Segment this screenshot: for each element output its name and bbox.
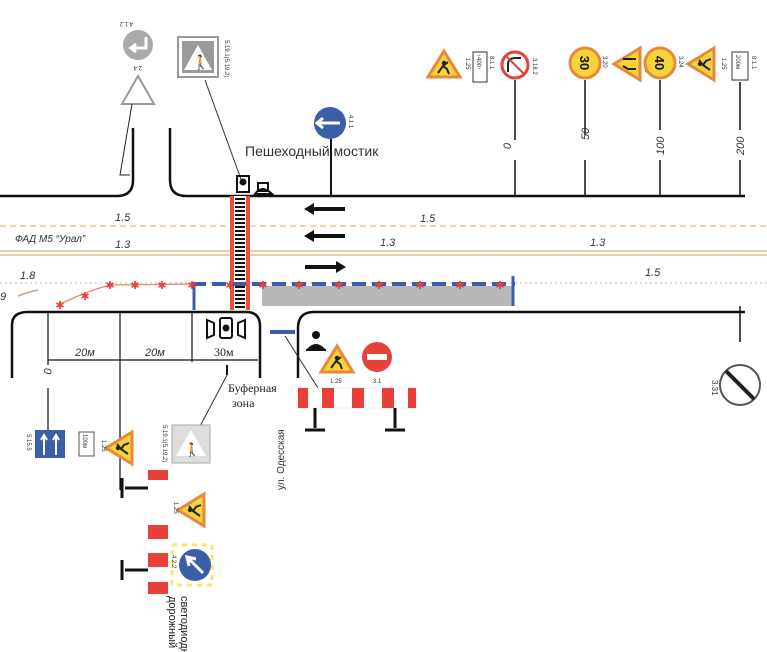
distance-marker: 50 — [580, 127, 592, 140]
svg-text:✱: ✱ — [157, 279, 166, 292]
buffer-zone-label: зона — [232, 396, 255, 410]
svg-text:✱: ✱ — [334, 279, 343, 292]
lane-direction-sign-icon — [35, 430, 65, 458]
buffer-zone-label: Буферная — [228, 381, 277, 395]
sign-code: 3.1 — [373, 379, 382, 385]
svg-text:🚶: 🚶 — [184, 442, 200, 458]
arrow-right-icon — [305, 261, 346, 273]
traffic-light-icon — [236, 175, 275, 195]
sign-code: 8.1.1 — [488, 56, 494, 70]
sign-code: 1.25 — [330, 379, 342, 385]
bridge-label: Пешеходный мостик — [245, 143, 379, 159]
marking-label: 9 — [0, 291, 6, 303]
road-edges — [0, 128, 745, 378]
dimension-label: 30м — [214, 345, 234, 359]
distance-marker: 200 — [735, 136, 747, 156]
marking-label: 1.8 — [20, 270, 36, 282]
speed-limit-40-sign — [643, 46, 677, 80]
sign-code: 1.25 — [720, 58, 726, 70]
sign-code: 5.15.5 — [25, 434, 31, 451]
svg-text:✱: ✱ — [415, 279, 424, 292]
sign-code: 3.20 — [601, 56, 607, 68]
sign-code: 1.25 — [464, 58, 470, 70]
dimension-label: 20м — [144, 347, 165, 359]
svg-text:✱: ✱ — [374, 279, 383, 292]
sign-code: 3.18.2 — [531, 58, 537, 75]
sign-code: 8.1.1 — [750, 56, 756, 70]
road-works-sign-icon — [426, 49, 462, 79]
road-works-sign-icon — [176, 492, 206, 528]
road-works-sign-icon — [104, 430, 134, 466]
yield-sign-icon — [120, 73, 156, 105]
marking-label: 1.5 — [645, 267, 661, 279]
sign-code: 4.2.2 — [170, 555, 176, 569]
worker-icon — [306, 331, 326, 351]
svg-text:✱: ✱ — [130, 279, 139, 292]
sign-code: 5.19.1(5.19.2) — [223, 40, 229, 77]
distance-marker: 100 — [655, 136, 667, 155]
plate-text: 200м — [734, 55, 740, 69]
arrow-left-icon — [304, 230, 345, 242]
street-name: ул. Одесская — [276, 429, 287, 490]
svg-text:✱: ✱ — [225, 279, 234, 292]
sign-code: 2.4 — [133, 64, 142, 70]
svg-text:✱: ✱ — [55, 299, 64, 312]
svg-text:✱: ✱ — [80, 290, 89, 303]
flashing-lights — [170, 543, 214, 587]
sign-code: 3.31 — [710, 380, 719, 396]
sign-4-1-2 — [123, 30, 153, 60]
pedestrian-crosswalk — [230, 196, 250, 310]
distance-plate — [731, 51, 749, 81]
plate-text: 100м — [81, 434, 87, 448]
svg-text:✱: ✱ — [105, 279, 114, 292]
svg-text:✱: ✱ — [495, 279, 504, 292]
svg-text:✱: ✱ — [258, 279, 267, 292]
work-zone — [262, 286, 512, 306]
road-narrows-sign-icon — [611, 45, 642, 83]
pedestrian-crossing-sign-icon: 🚶 — [177, 36, 219, 78]
pedestrian-crossing-sign-icon: 🚶 — [171, 424, 211, 464]
traffic-light-icon — [206, 317, 246, 340]
marking-label: 1.5 — [420, 213, 436, 225]
speed-limit-value: 30 — [577, 56, 592, 70]
marking-label: 1.3 — [115, 239, 131, 251]
arrow-left-icon — [304, 203, 345, 215]
distance-marker: 0 — [502, 142, 514, 149]
svg-text:✱: ✱ — [294, 279, 303, 292]
marking-label: 1.3 — [380, 237, 396, 249]
distance-plate — [472, 51, 488, 83]
sign-posts — [514, 80, 741, 196]
lane-markings — [0, 225, 767, 284]
svg-text:🚶: 🚶 — [192, 54, 209, 71]
sign-code: 3.24 — [677, 56, 683, 68]
road-barrier-vertical — [120, 470, 168, 595]
plate-text: ↑400↑ — [475, 54, 481, 70]
speed-limit-30-sign — [568, 46, 602, 80]
road-works-sign-icon — [686, 46, 716, 82]
sign-code: 5.19.1(5.19.2) — [161, 425, 167, 462]
marking-label: 1.5 — [115, 212, 131, 224]
dimension-label: 20м — [74, 347, 95, 359]
sign-code: 4.1.1 — [347, 115, 353, 129]
dimension-start: 0 — [41, 368, 53, 375]
svg-text:✱: ✱ — [455, 279, 464, 292]
distance-plate — [78, 431, 95, 457]
sign-code: 1.25 — [100, 440, 106, 452]
light-label: светодиодный — [178, 596, 190, 652]
dimension-line — [47, 312, 258, 490]
barrier-line: ✱ ✱ ✱ ✱ ✱ ✱ ✱ ✱ ✱ ✱ ✱ ✱ ✱ ✱ — [55, 276, 515, 312]
marking-label: 1.3 — [590, 237, 606, 249]
direction-arrows — [304, 203, 346, 273]
light-label: дорожный — [166, 596, 178, 648]
svg-text:✱: ✱ — [187, 279, 196, 292]
sign-code: 4.1.2 — [119, 20, 133, 26]
barrier-segment — [270, 330, 295, 334]
road-name: ФАД М5 “Урал” — [15, 234, 86, 245]
sign-code: 1.25 — [172, 502, 178, 514]
road-barrier — [297, 387, 417, 432]
speed-limit-value: 40 — [652, 56, 667, 70]
